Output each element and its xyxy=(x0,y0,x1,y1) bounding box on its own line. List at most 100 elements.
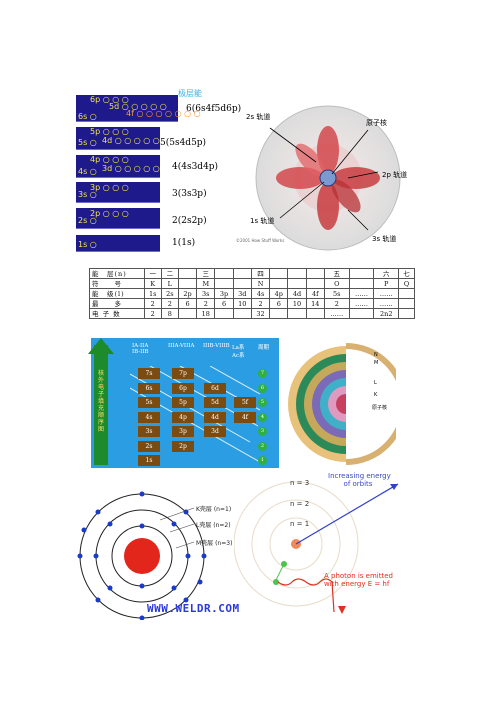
table-cell xyxy=(398,308,415,319)
level-1-period: 1(1s) xyxy=(172,238,196,248)
table-cell xyxy=(269,268,289,279)
table-cell: P xyxy=(373,278,400,289)
level-4-block xyxy=(76,155,160,178)
table-row: 能 层(n)一二三四五六七 xyxy=(89,268,415,279)
col-head-1: IA-IIA IB-IIB xyxy=(132,343,149,355)
level-3-block xyxy=(76,182,160,203)
table-cell xyxy=(348,268,375,279)
level-5-line-3: 4d ○ ○ ○ ○ ○ xyxy=(102,136,160,145)
table-cell xyxy=(214,278,234,289)
photon-illustration xyxy=(234,481,399,614)
table-cell xyxy=(398,288,415,299)
orbital-cell-5f: 5f xyxy=(234,397,256,408)
table-cell: 符 号 xyxy=(89,278,145,289)
col-head-2: IIIA-VIIIA xyxy=(168,343,195,349)
table-cell: 4s xyxy=(250,288,271,299)
orbital-cell-4p: 4p xyxy=(172,411,194,423)
label-2s: 2s 轨道 xyxy=(246,113,271,121)
table-cell: 二 xyxy=(160,268,179,279)
table-cell: 2 xyxy=(143,308,162,319)
table-cell: 2 xyxy=(323,298,350,309)
label-1s: 1s 轨道 xyxy=(250,217,275,225)
table-cell: 能 层(n) xyxy=(89,268,145,279)
table-cell xyxy=(287,268,307,279)
table-cell: 10 xyxy=(232,298,252,309)
period-badge-7: 7 xyxy=(258,369,267,378)
layer-label-l: L xyxy=(374,380,377,386)
table-cell: 2 xyxy=(143,298,162,309)
level-3-line-2: 3s ○ xyxy=(78,190,97,199)
orbital-cell-4f: 4f xyxy=(234,411,256,423)
level-4-line-3: 3d ○ ○ ○ ○ ○ xyxy=(102,164,160,173)
table-cell: 三 xyxy=(196,268,216,279)
col-head-5: 周期 xyxy=(258,345,270,351)
photon-emitted-text: A photon is emitted with energy E = hf xyxy=(324,572,393,588)
label-2p: 2p 轨道 xyxy=(382,171,408,179)
orbital-cell-3p: 3p xyxy=(172,426,194,437)
table-cell: 4p xyxy=(269,288,289,299)
table-cell: 最 多 xyxy=(89,298,145,309)
level-n2: n = 2 xyxy=(290,500,310,508)
side-text: 核外电子填充顺序图 xyxy=(97,370,104,433)
table-cell xyxy=(305,268,325,279)
level-2-line-2: 2s ○ xyxy=(78,216,97,225)
table-cell: O xyxy=(323,278,350,289)
table-cell xyxy=(305,308,325,319)
level-4-period: 4(4s3d4p) xyxy=(172,162,219,172)
level-5-period: 5(5s4d5p) xyxy=(160,138,207,148)
lobe-lower-right xyxy=(331,179,361,213)
table-cell xyxy=(177,308,198,319)
level-5-block xyxy=(76,127,160,150)
table-cell: 8 xyxy=(160,308,179,319)
table-cell: 6 xyxy=(269,298,289,309)
label-nucleus: 原子核 xyxy=(366,119,387,127)
level-1-line-1: 1s ○ xyxy=(78,240,97,249)
table-cell: 1s xyxy=(143,288,162,299)
layer-label-m: M xyxy=(374,360,379,366)
table-cell: 32 xyxy=(250,308,271,319)
table-cell: 18 xyxy=(196,308,216,319)
table-cell: …… xyxy=(373,298,400,309)
table-cell: 10 xyxy=(287,298,307,309)
table-cell: L xyxy=(160,278,179,289)
table-cell: 3d xyxy=(232,288,252,299)
table-cell: …… xyxy=(373,288,400,299)
table-cell: 2 xyxy=(250,298,271,309)
bohr-label-k: K壳层 (n=1) xyxy=(196,506,232,513)
table-cell xyxy=(398,298,415,309)
table-cell xyxy=(287,308,307,319)
arrow-shaft xyxy=(94,345,108,465)
orbital-cell-6s: 6s xyxy=(138,382,160,394)
orbital-cell-6d: 6d xyxy=(204,382,226,394)
table-cell xyxy=(348,278,375,289)
table-cell xyxy=(232,308,252,319)
site-watermark: WWW.WELDR.COM xyxy=(147,602,240,615)
table-cell: 2 xyxy=(160,298,179,309)
table-cell xyxy=(177,278,198,289)
table-cell: …… xyxy=(348,288,375,299)
table-cell: 5s xyxy=(323,288,350,299)
table-cell xyxy=(214,268,234,279)
orbital-cell-4d: 4d xyxy=(204,411,226,423)
level-1-block xyxy=(76,235,160,252)
table-cell xyxy=(232,278,252,289)
level-6-period: 6(6s4f5d6p) xyxy=(186,104,242,114)
period-badge-1: 1 xyxy=(258,456,267,465)
table-cell: K xyxy=(143,278,162,289)
increasing-energy-text: Increasing energy of orbits xyxy=(328,472,391,488)
table-cell: …… xyxy=(323,308,350,319)
level-4-line-1: 4p ○ ○ ○ xyxy=(90,155,129,164)
level-2-period: 2(2s2p) xyxy=(172,216,207,226)
bohr-model xyxy=(77,491,207,620)
orbital-cell-4s: 4s xyxy=(138,411,160,423)
col-head-4: La系 Ac系 xyxy=(232,345,245,359)
level-4-line-2: 4s ○ xyxy=(78,167,97,176)
table-cell: N xyxy=(250,278,271,289)
orbital-cell-3d: 3d xyxy=(204,426,226,437)
level-n3: n = 3 xyxy=(290,479,310,487)
table-cell: 2p xyxy=(177,288,198,299)
table-cell: 七 xyxy=(398,268,415,279)
